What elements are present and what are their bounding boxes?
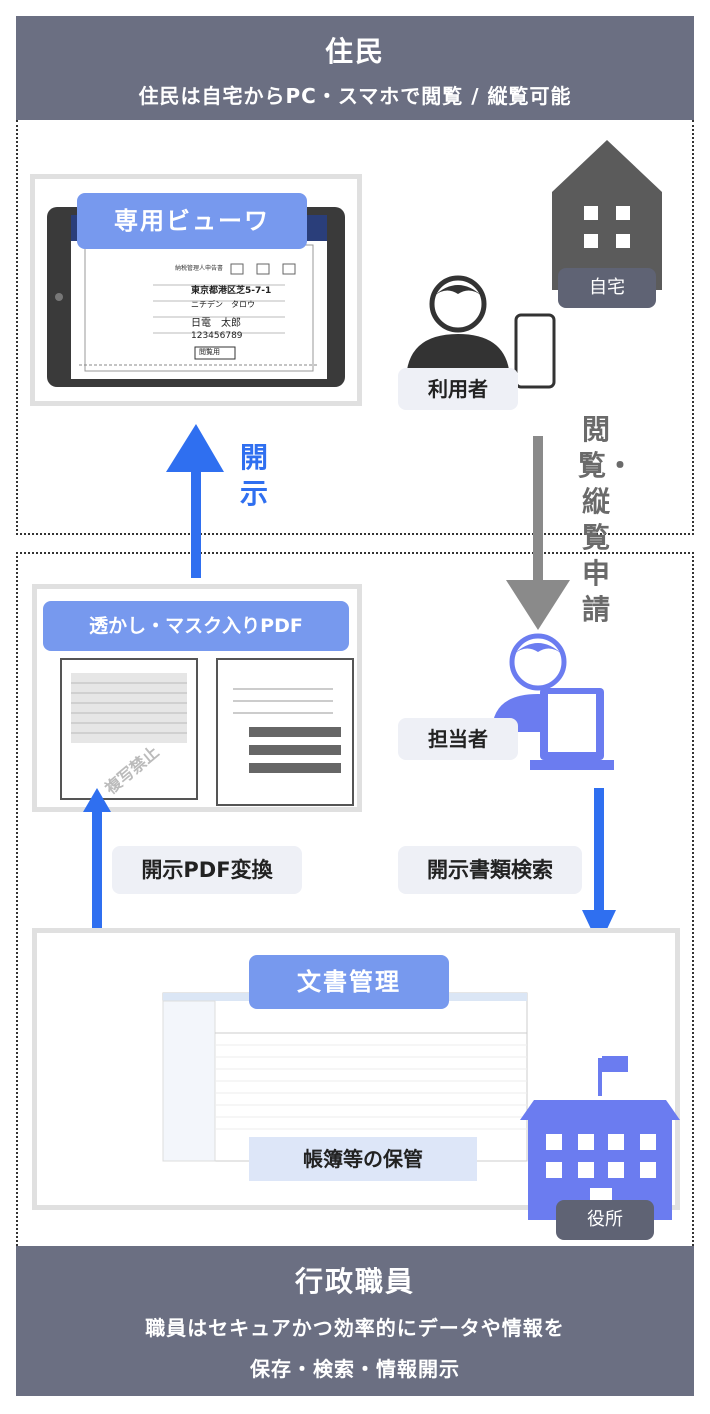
staff-title: 行政職員	[294, 1265, 415, 1298]
viewer-label: 専用ビューワ	[77, 193, 307, 249]
docmgmt-storage-label: 帳簿等の保管	[249, 1137, 477, 1181]
staff-subtitle-line2: 保存・検索・情報開示	[250, 1357, 460, 1381]
pdf-documents	[60, 658, 354, 806]
home-icon	[552, 140, 662, 290]
pdf-convert-arrow	[83, 788, 111, 946]
resident-title: 住民	[324, 35, 385, 68]
viewer-phone: 123456789	[191, 331, 243, 341]
office-icon	[520, 1056, 680, 1220]
view-request-arrow	[506, 436, 570, 630]
user-label: 利用者	[398, 368, 518, 410]
pdf-frame: 透かし・マスク入りPDF 複写禁止	[32, 584, 362, 812]
home-label: 自宅	[558, 268, 656, 308]
viewer-stamp: 閲覧用	[199, 348, 220, 356]
viewer-frame: 納税管理人申告書 東京都港区芝5-7-1 ニチデン タロウ 日電 太郎 1234…	[30, 174, 362, 406]
disclose-label: 開示	[239, 441, 268, 510]
staff-label: 担当者	[398, 718, 518, 760]
resident-area	[16, 120, 694, 535]
doc-search-arrow	[582, 788, 616, 946]
staff-subtitle-line1: 職員はセキュアかつ効率的にデータや情報を	[145, 1316, 565, 1340]
resident-subtitle: 住民は自宅からPC・スマホで閲覧 / 縦覧可能	[138, 84, 572, 108]
office-label: 役所	[556, 1200, 654, 1240]
user-icon	[406, 275, 510, 382]
view-request-label: 閲覧・縦覧申請	[578, 413, 635, 626]
viewer-doc-title: 納税管理人申告書	[175, 265, 224, 272]
doc-search-label: 開示書類検索	[398, 846, 582, 894]
admin-area	[16, 552, 694, 1246]
pdf-convert-label: 開示PDF変換	[112, 846, 302, 894]
docmgmt-label: 文書管理	[249, 955, 449, 1009]
pdf-label: 透かし・マスク入りPDF	[43, 601, 349, 651]
resident-header: 住民 住民は自宅からPC・スマホで閲覧 / 縦覧可能	[16, 16, 694, 120]
viewer-furigana: ニチデン タロウ	[191, 300, 255, 309]
viewer-name: 日電 太郎	[191, 318, 241, 329]
viewer-address: 東京都港区芝5-7-1	[191, 286, 272, 296]
smartphone-icon	[514, 313, 556, 389]
docmgmt-frame: 文書管理 帳簿等の保管	[32, 928, 680, 1210]
disclose-arrow	[166, 424, 224, 578]
docmgmt-screenshot	[162, 992, 528, 1162]
staff-footer: 行政職員 職員はセキュアかつ効率的にデータや情報を 保存・検索・情報開示	[16, 1246, 694, 1396]
